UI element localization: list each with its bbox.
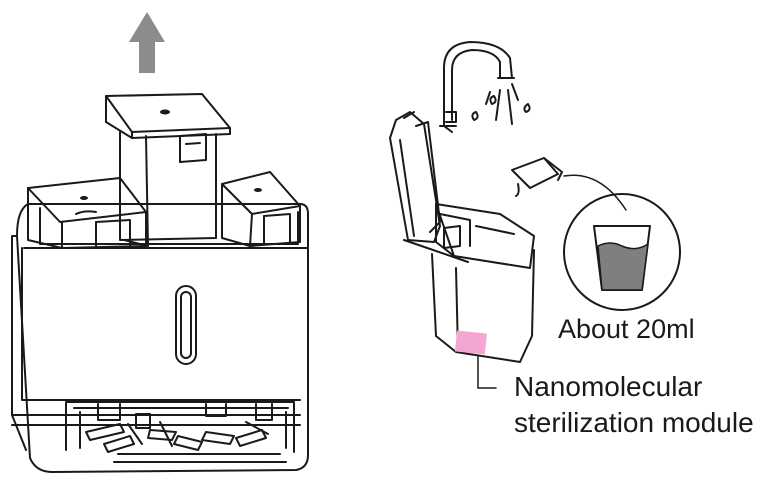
cleaning-bay: [65, 401, 295, 463]
module-leader-line: [477, 355, 497, 389]
arrow-up-icon: [129, 12, 165, 73]
module-label-line2: sterilization module: [514, 407, 754, 438]
module-label-line1: Nanomolecular: [514, 371, 702, 402]
station-body: [16, 203, 309, 473]
center-tank: [105, 93, 231, 247]
right-tank: [221, 171, 301, 247]
module-lid: [389, 111, 441, 243]
faucet-icon: [439, 41, 531, 133]
left-tank: [27, 177, 147, 249]
volume-label: About 20ml: [558, 314, 695, 344]
docking-station: [11, 12, 309, 473]
water-level-window: [175, 285, 197, 365]
cup-icon: [563, 193, 681, 311]
sterilization-module: [389, 111, 535, 389]
sterilization-pad: [454, 330, 487, 355]
pouring-jug: [511, 157, 627, 211]
